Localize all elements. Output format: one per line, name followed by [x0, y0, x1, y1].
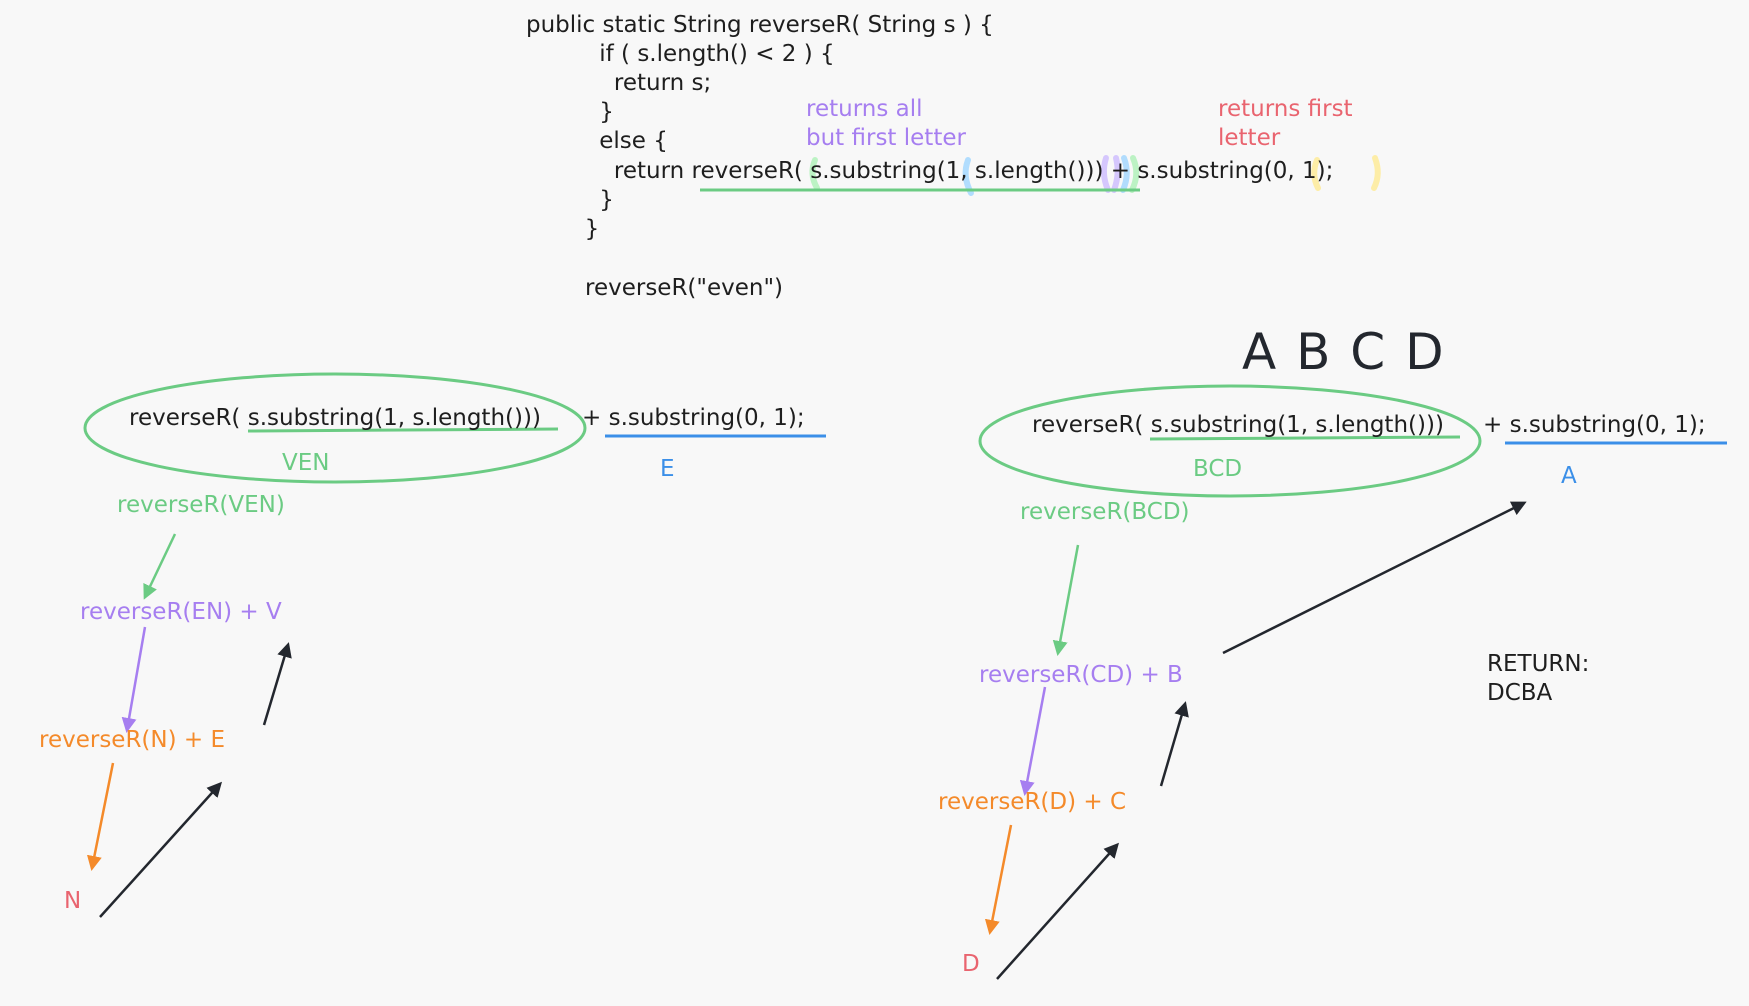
right-expr-call: reverseR( s.substring(1, s.length())) [1032, 412, 1444, 438]
right-ellipse [978, 384, 1482, 498]
code-line-2: if ( s.length() < 2 ) { [570, 41, 835, 67]
highlight-purple-pair [1100, 155, 1121, 193]
highlight-yellow-open [1311, 157, 1321, 191]
right-rest-label: BCD [1193, 456, 1243, 482]
code-call-example: reverseR("even") [585, 275, 784, 301]
right-arrow-black-1 [996, 842, 1120, 980]
right-arrow-orange [984, 824, 1013, 935]
right-arrow-purple [1019, 686, 1047, 796]
right-title: A B C D [1242, 323, 1446, 381]
left-step-2: reverseR(EN) + V [80, 599, 282, 625]
code-line-1: public static String reverseR( String s … [526, 12, 994, 38]
left-base: N [64, 888, 82, 914]
note-first-letter: returns first letter [1218, 96, 1353, 151]
right-arrow-black-2 [1159, 701, 1189, 787]
right-step-2: reverseR(CD) + B [979, 662, 1183, 688]
highlight-yellow-close [1371, 155, 1381, 191]
left-expr-call: reverseR( s.substring(1, s.length())) [129, 405, 541, 431]
left-rest-label: VEN [282, 450, 330, 476]
right-arrow-black-3 [1222, 501, 1527, 655]
paren-highlights [809, 155, 1381, 196]
return-text: RETURN: DCBA [1487, 651, 1590, 706]
right-first-label: A [1561, 463, 1577, 489]
code-line-7: } [570, 187, 614, 213]
right-expr-plus: + s.substring(0, 1); [1483, 412, 1706, 438]
right-underline-green [1149, 435, 1461, 441]
left-arrow-purple [121, 626, 147, 733]
note-all-but-first: returns all but first letter [806, 96, 966, 151]
left-arrow-black-1 [99, 781, 223, 918]
right-step-1: reverseR(BCD) [1020, 499, 1190, 525]
right-step-3: reverseR(D) + C [938, 789, 1127, 815]
right-arrow-green [1052, 544, 1080, 656]
left-arrow-black-2 [262, 642, 292, 726]
right-base: D [962, 951, 980, 977]
code-line-5: else { [570, 128, 668, 154]
code-line-4: } [570, 99, 614, 125]
left-first-label: E [660, 456, 675, 482]
highlight-green-open [809, 157, 820, 191]
highlight-blue-close [1120, 155, 1130, 193]
code-line-6: return reverseR( s.substring(1, s.length… [570, 158, 1334, 184]
left-ellipse [83, 372, 587, 484]
left-step-3: reverseR(N) + E [39, 727, 226, 753]
highlight-green-close [1129, 155, 1140, 193]
code-line-8: } [570, 216, 600, 242]
left-arrow-orange [86, 762, 115, 871]
left-arrow-green [143, 533, 177, 600]
code-line-3: return s; [570, 70, 712, 96]
left-step-1: reverseR(VEN) [117, 492, 285, 518]
left-expr-plus: + s.substring(0, 1); [582, 405, 805, 431]
left-underline-green [247, 427, 559, 433]
